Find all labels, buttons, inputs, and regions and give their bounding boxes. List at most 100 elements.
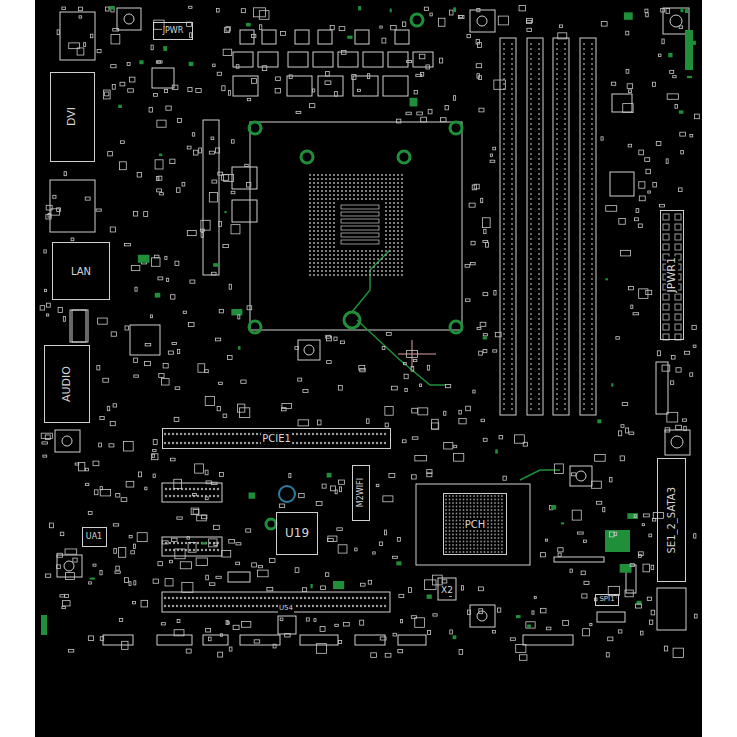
bga-ball	[501, 523, 503, 525]
smd-component	[638, 554, 641, 557]
pin-header	[597, 612, 625, 622]
dimm-pin	[503, 83, 505, 85]
bga-ball	[473, 544, 475, 546]
dimm-pin	[556, 243, 558, 245]
bga-ball	[445, 530, 447, 532]
dimm-pin	[503, 253, 505, 255]
socket-pin	[325, 266, 327, 268]
socket-pin	[309, 178, 311, 180]
slot-pin	[316, 605, 318, 607]
dimm-pin	[564, 203, 566, 205]
dimm-pin	[530, 53, 532, 55]
dimm-pin	[530, 78, 532, 80]
fan-header-mark	[64, 561, 74, 571]
dimm-pin	[564, 83, 566, 85]
socket-pin	[325, 262, 327, 264]
dimm-pin	[503, 238, 505, 240]
dimm-pin	[530, 123, 532, 125]
slot-pin	[180, 442, 182, 444]
socket-pin	[361, 178, 363, 180]
socket-pin	[329, 238, 331, 240]
dimm-pin	[583, 148, 585, 150]
smd-component	[100, 416, 104, 419]
socket-pin	[369, 186, 371, 188]
dimm-pin	[591, 348, 593, 350]
dimm-pin	[503, 243, 505, 245]
socket-pin	[333, 174, 335, 176]
slot-pin	[220, 605, 222, 607]
slot-pin	[316, 597, 318, 599]
socket-pin	[353, 270, 355, 272]
socket-pin	[365, 266, 367, 268]
dimm-pin	[511, 398, 513, 400]
slot-pin	[228, 605, 230, 607]
dimm-pin	[591, 278, 593, 280]
smd-component	[397, 119, 401, 123]
socket-pin	[401, 230, 403, 232]
dimm-pin	[591, 328, 593, 330]
dimm-pin	[511, 278, 513, 280]
dimm-pin	[564, 238, 566, 240]
dimm-pin	[556, 273, 558, 275]
dimm-pin	[564, 403, 566, 405]
slot-pin	[360, 442, 362, 444]
smd-component	[113, 524, 118, 526]
dimm-pin	[591, 373, 593, 375]
bga-ball	[494, 509, 496, 511]
smd-component	[134, 358, 138, 362]
dimm-pin	[583, 78, 585, 80]
bga-ball	[473, 530, 475, 532]
smd-component	[218, 172, 223, 175]
slot-pin	[264, 605, 266, 607]
bga-ball	[487, 544, 489, 546]
socket-pin	[353, 250, 355, 252]
smd-component	[119, 548, 126, 558]
dimm-pin	[583, 218, 585, 220]
socket-pin	[309, 238, 311, 240]
socket-pin	[397, 214, 399, 216]
socket-pin	[389, 202, 391, 204]
socket-pin	[329, 226, 331, 228]
slot-pin	[197, 549, 199, 551]
smd-component	[159, 373, 164, 377]
slot-pin	[336, 597, 338, 599]
smd-component	[658, 54, 661, 56]
smd-component	[201, 542, 206, 544]
socket-pin	[325, 194, 327, 196]
slot-pin	[292, 442, 294, 444]
smd-component	[175, 261, 179, 265]
dimm-pin	[591, 388, 593, 390]
dimm-pin	[564, 258, 566, 260]
bga-ball	[494, 527, 496, 529]
slot-pin	[217, 488, 219, 490]
dimm-pin	[503, 373, 505, 375]
vrm-part	[295, 30, 309, 44]
slot-pin	[224, 605, 226, 607]
dimm-pin	[511, 273, 513, 275]
pin-header	[157, 635, 192, 645]
socket-pin	[381, 174, 383, 176]
dimm-pin	[591, 78, 593, 80]
mounting-hole	[450, 122, 462, 134]
socket-pin	[385, 242, 387, 244]
slot-pin	[176, 605, 178, 607]
dimm-pin	[511, 313, 513, 315]
dimm-pin	[503, 323, 505, 325]
bga-ball	[501, 548, 503, 550]
dimm-pin	[530, 333, 532, 335]
bga-ball	[456, 506, 458, 508]
dimm-pin	[530, 383, 532, 385]
dimm-pin	[511, 83, 513, 85]
dimm-pin	[556, 363, 558, 365]
slot-pin	[244, 605, 246, 607]
dimm-pin	[556, 153, 558, 155]
dimm-pin	[564, 98, 566, 100]
smd-component	[453, 635, 457, 639]
socket-pin	[345, 274, 347, 276]
bga-ball	[459, 499, 461, 501]
slot-pin	[197, 542, 199, 544]
slot-pin	[336, 433, 338, 435]
dimm-pin	[564, 313, 566, 315]
slot-pin	[248, 605, 250, 607]
dimm-pin	[564, 148, 566, 150]
